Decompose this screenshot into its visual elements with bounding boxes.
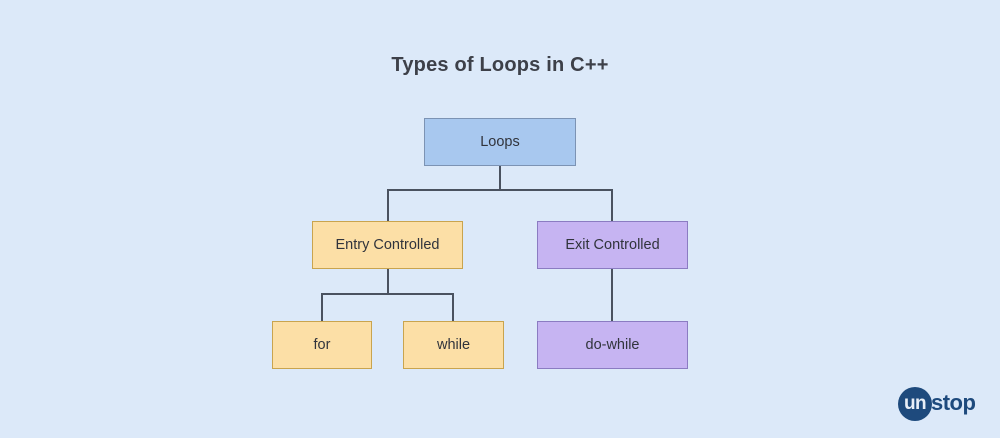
edge-junction-to-entry-controlled: [387, 189, 389, 222]
node-exit-controlled[interactable]: Exit Controlled: [537, 221, 688, 269]
node-loops[interactable]: Loops: [424, 118, 576, 166]
node-do-while-loop[interactable]: do-while: [537, 321, 688, 369]
node-while-loop[interactable]: while: [403, 321, 504, 369]
edge-level2-horizontal-bar: [321, 293, 454, 295]
edge-junction-to-while: [452, 293, 454, 322]
edge-junction-to-exit-controlled: [611, 189, 613, 222]
unstop-logo-mark-icon: un: [898, 387, 932, 421]
node-entry-controlled[interactable]: Entry Controlled: [312, 221, 463, 269]
edge-junction-to-for: [321, 293, 323, 322]
unstop-logo: un stop: [898, 386, 976, 422]
edge-level1-horizontal-bar: [387, 189, 613, 191]
page-title: Types of Loops in C++: [391, 54, 609, 76]
edge-exit-controlled-to-do-while: [611, 268, 613, 322]
edge-loops-to-junction: [499, 165, 501, 190]
unstop-logo-wordmark: stop: [931, 390, 976, 415]
node-for-loop[interactable]: for: [272, 321, 372, 369]
edge-entry-controlled-stem: [387, 268, 389, 294]
